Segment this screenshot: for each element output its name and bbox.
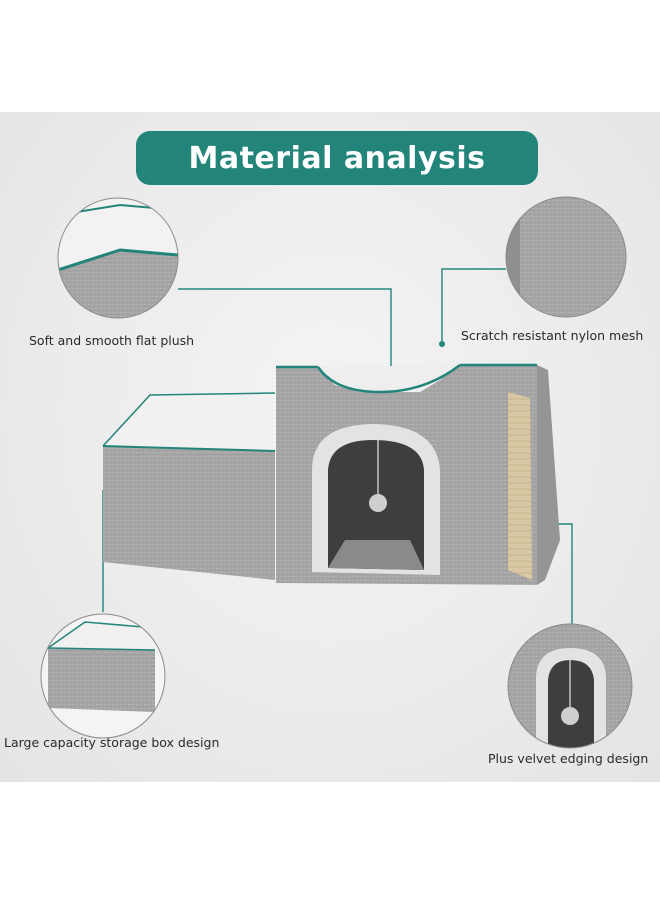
plush-detail-circle [57, 197, 179, 319]
caption-edging: Plus velvet edging design [488, 751, 649, 766]
mesh-detail-circle [505, 196, 627, 318]
edging-detail-circle [507, 623, 633, 749]
cat-house [276, 363, 560, 585]
storage-box [102, 392, 276, 580]
title-banner: Material analysis [136, 131, 538, 185]
caption-mesh: Scratch resistant nylon mesh [461, 328, 644, 343]
caption-plush: Soft and smooth flat plush [29, 333, 195, 348]
page-title: Material analysis [188, 140, 486, 176]
storage-detail-circle [40, 613, 166, 739]
caption-storage: Large capacity storage box design [4, 735, 220, 750]
